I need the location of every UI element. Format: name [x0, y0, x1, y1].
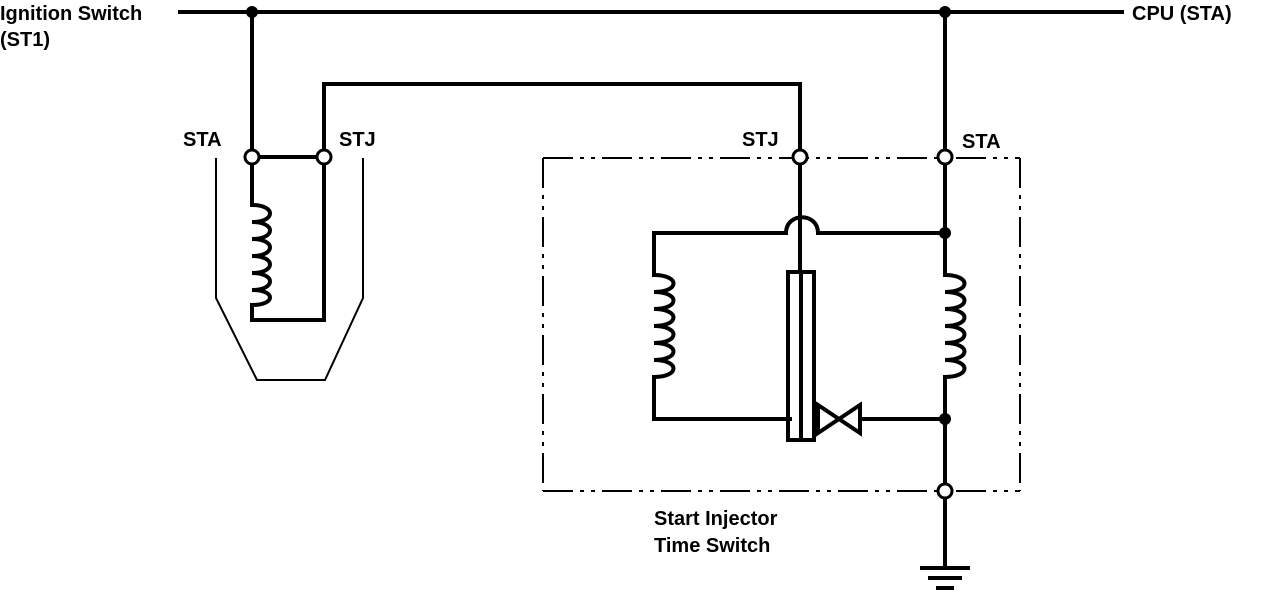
terminal-right-stj [791, 148, 809, 166]
label-right-sta: STA [962, 131, 1001, 153]
label-right-stj: STJ [742, 129, 779, 151]
label-left-sta: STA [183, 129, 222, 151]
time-switch-coil [943, 273, 967, 379]
terminal-left-stj [315, 148, 333, 166]
contact-points [816, 401, 862, 437]
label-start-injector: Start Injector [654, 508, 778, 530]
label-st1: (ST1) [0, 29, 50, 51]
wire-left-coil-return [250, 161, 326, 322]
injector-body-outline [215, 158, 364, 381]
heating-coil [652, 273, 676, 379]
terminal-right-sta [936, 148, 954, 166]
label-time-switch: Time Switch [654, 535, 770, 557]
terminal-ground [936, 482, 954, 500]
label-ignition-switch: Ignition Switch [0, 3, 142, 25]
wire-stj-link [322, 82, 802, 154]
injector-coil [250, 203, 272, 307]
terminal-left-sta [243, 148, 261, 166]
label-left-stj: STJ [339, 129, 376, 151]
wire-heating-coil-return [652, 375, 792, 421]
label-cpu-sta: CPU (STA) [1132, 3, 1232, 25]
